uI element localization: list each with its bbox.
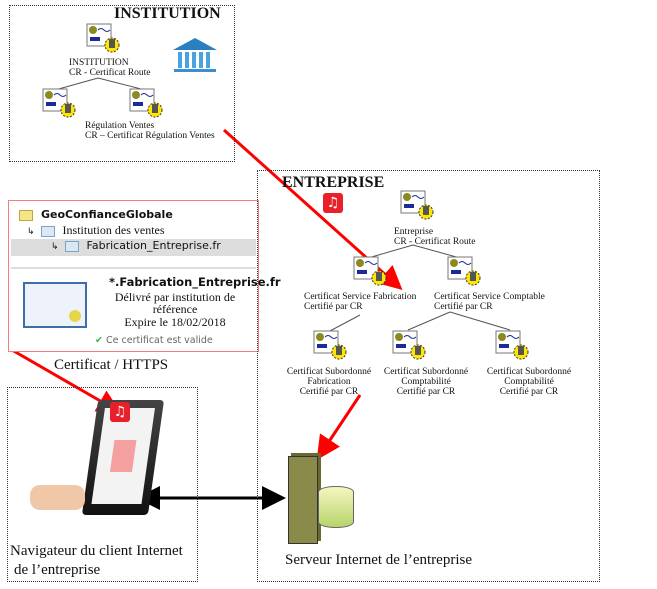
certificate-icon bbox=[400, 190, 434, 220]
client-box bbox=[7, 387, 198, 582]
certificate-icon bbox=[64, 240, 79, 252]
certificate-panel: GeoConfianceGlobale ↳Institution des ven… bbox=[8, 200, 281, 352]
entreprise-box bbox=[257, 170, 600, 582]
certificate-icon bbox=[86, 23, 120, 53]
institution-box bbox=[9, 5, 235, 162]
server-icon bbox=[288, 456, 318, 544]
certificate-issuer: Délivré par institution de référence bbox=[114, 290, 236, 316]
server-label: Serveur Internet de l’entreprise bbox=[285, 552, 472, 568]
tree-item-leaf[interactable]: ↳Fabrication_Entreprise.fr bbox=[11, 239, 256, 256]
arrow-cert-to-server bbox=[316, 394, 362, 460]
certificate-icon bbox=[447, 256, 481, 286]
music-app-icon: ♫ bbox=[323, 193, 343, 213]
bank-icon bbox=[171, 36, 219, 74]
check-circle-icon: ✔ bbox=[95, 335, 103, 346]
certificate-icon bbox=[42, 88, 76, 118]
certificate-status: ✔ Ce certificat est valide bbox=[95, 335, 213, 346]
certificate-icon bbox=[19, 209, 33, 221]
certificate-icon bbox=[495, 330, 529, 360]
tree-lines bbox=[54, 77, 511, 333]
database-icon bbox=[318, 486, 354, 528]
certificate-expiry: Expire le 18/02/2018 bbox=[124, 315, 226, 329]
institution-title: INSTITUTION bbox=[114, 5, 221, 22]
tree-item-intermediate[interactable]: ↳Institution des ventes bbox=[27, 223, 165, 237]
certificate-icon bbox=[40, 225, 55, 237]
hand-icon bbox=[30, 485, 85, 510]
music-app-icon: ♫ bbox=[110, 402, 130, 422]
tree-item-root[interactable]: GeoConfianceGlobale bbox=[19, 208, 173, 221]
entreprise-title: ENTREPRISE bbox=[282, 174, 385, 191]
certificate-caption: Certificat / HTTPS bbox=[54, 357, 169, 373]
certificate-subject: *.Fabrication_Entreprise.fr bbox=[109, 275, 281, 289]
certificate-icon bbox=[129, 88, 163, 118]
certificate-image-icon bbox=[23, 282, 87, 328]
divider bbox=[11, 267, 256, 269]
certificate-icon bbox=[353, 256, 387, 286]
certificate-icon bbox=[313, 330, 347, 360]
certificate-icon bbox=[392, 330, 426, 360]
